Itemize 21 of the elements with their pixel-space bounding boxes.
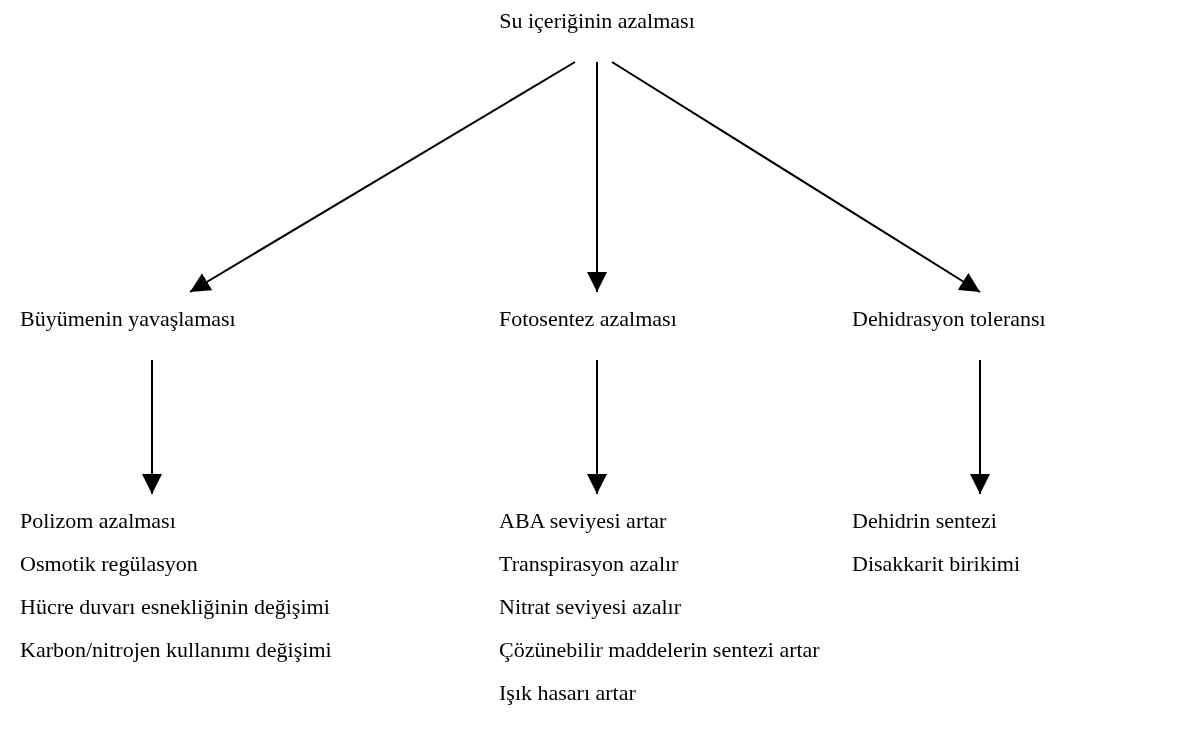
- list-item: Dehidrin sentezi: [852, 508, 998, 534]
- arrow: [587, 359, 607, 495]
- arrow: [142, 359, 162, 495]
- list-item: Çözünebilir maddelerin sentezi artar: [499, 637, 820, 663]
- list-item: Karbon/nitrojen kullanımı değişimi: [20, 637, 332, 663]
- arrow: [970, 359, 990, 495]
- list-item: Polizom azalması: [20, 508, 177, 534]
- list-item: Işık hasarı artar: [499, 680, 637, 706]
- node-label: Su içeriğinin azalması: [498, 8, 696, 34]
- node-label: Büyümenin yavaşlaması: [20, 306, 236, 332]
- node-label: Dehidrasyon toleransı: [852, 306, 1046, 332]
- list-item: Osmotik regülasyon: [20, 551, 199, 577]
- list-item: Nitrat seviyesi azalır: [499, 594, 683, 620]
- arrow: [189, 61, 576, 293]
- arrow: [611, 61, 981, 293]
- arrow: [587, 61, 607, 293]
- node-label: Fotosentez azalması: [499, 306, 677, 332]
- list-item: Transpirasyon azalır: [499, 551, 680, 577]
- list-item: Hücre duvarı esnekliğinin değişimi: [20, 594, 331, 620]
- list-item: ABA seviyesi artar: [499, 508, 668, 534]
- list-item: Disakkarit birikimi: [852, 551, 1021, 577]
